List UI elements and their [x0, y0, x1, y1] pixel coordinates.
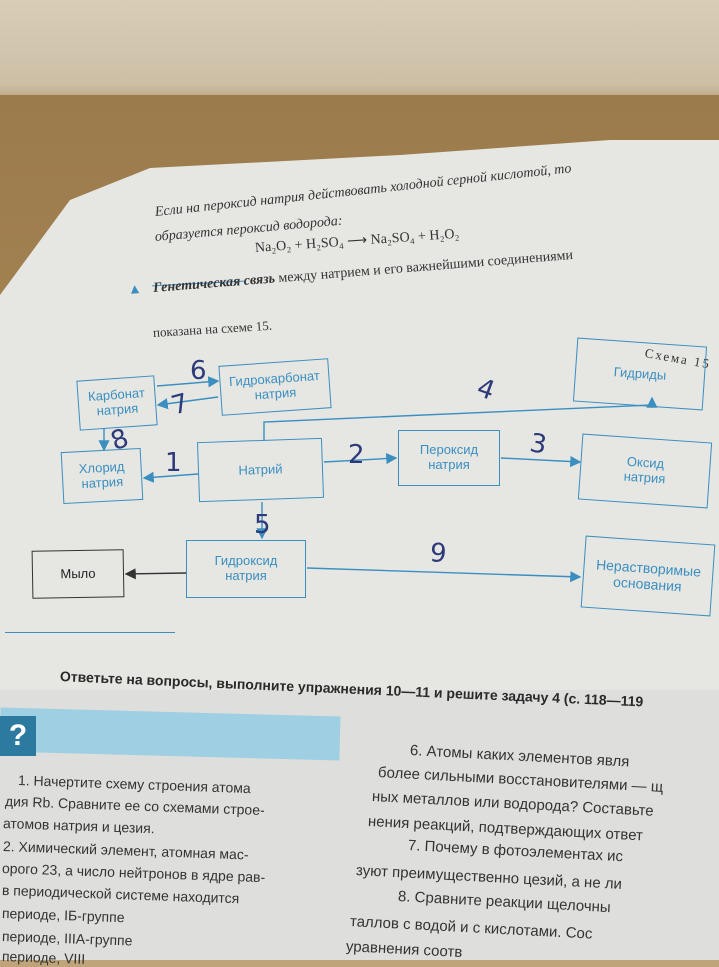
schema-bottom-divider [5, 632, 175, 633]
arrow-sodium-to-hydrides [264, 398, 652, 440]
handwritten-5: 5 [254, 510, 271, 540]
questions-header-bar [0, 708, 341, 761]
handwritten-9: 9 [429, 538, 448, 569]
arrow-hydroxide-to-soap [126, 573, 186, 574]
handwritten-6: 6 [190, 356, 207, 386]
arrow-carbonate-to-hydrocarbonate [157, 381, 218, 386]
arrow-hydroxide-to-insoluble [307, 568, 580, 577]
question-mark-icon: ? [0, 716, 36, 756]
left-col-line-9: периоде, VIII [2, 948, 86, 967]
handwritten-2: 2 [348, 440, 365, 470]
handwritten-1: 1 [165, 448, 182, 478]
